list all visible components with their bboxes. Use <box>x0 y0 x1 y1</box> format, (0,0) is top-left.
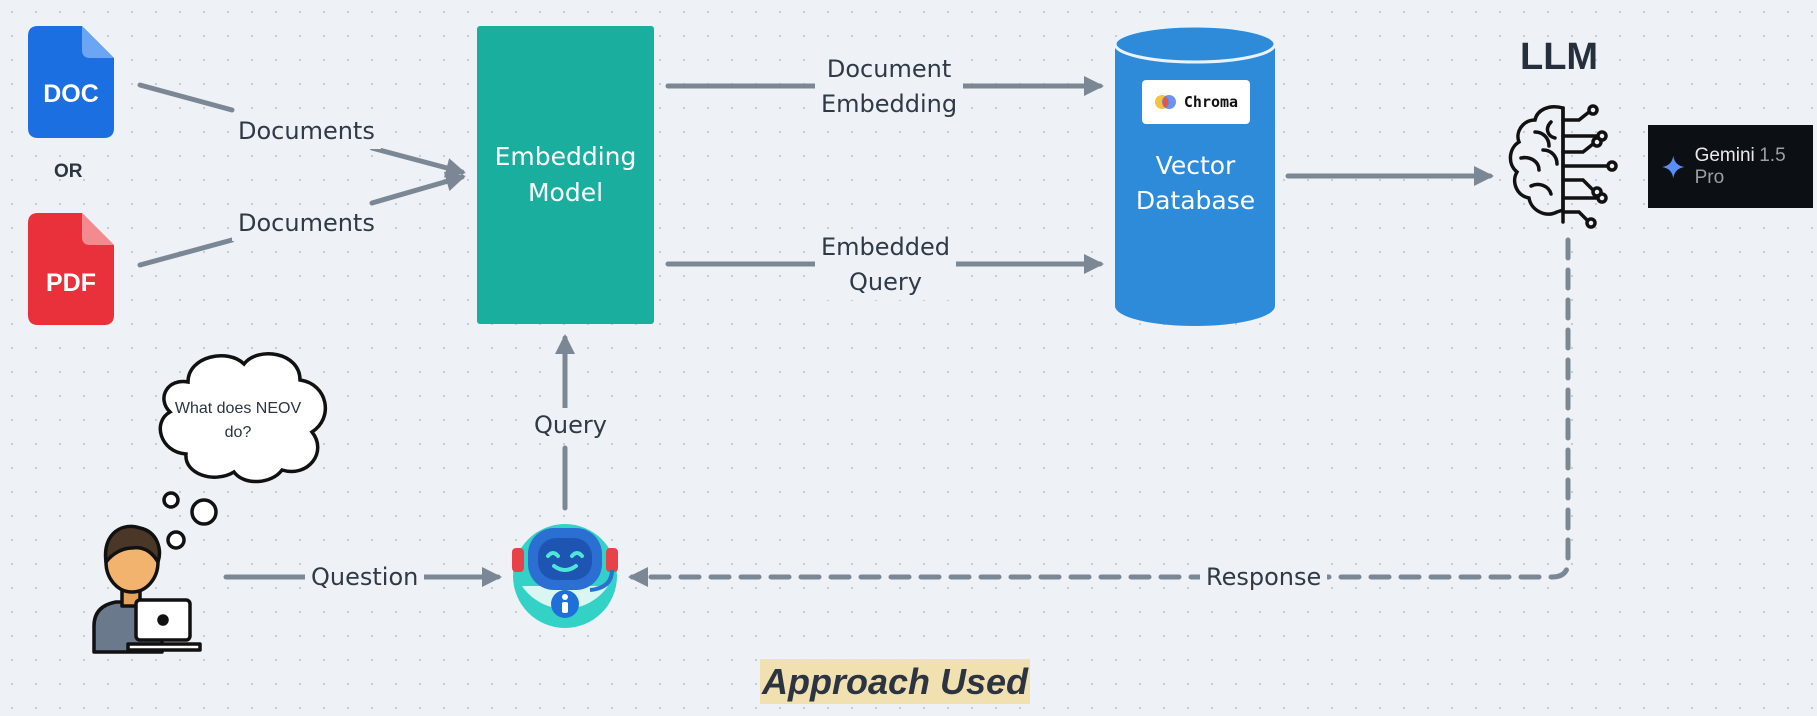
gemini-version: 1.5 Pro <box>1694 144 1786 188</box>
doc-label: DOC <box>43 80 99 108</box>
document-embedding-line2: Embedding <box>821 90 958 118</box>
response-label: Response <box>1200 560 1328 595</box>
embedding-model-line1: Embedding <box>494 142 637 171</box>
edge-response <box>628 237 1571 587</box>
vector-db-line1: Vector <box>1155 151 1236 180</box>
chatbot-icon <box>512 524 618 628</box>
document-embedding-line1: Document <box>826 55 952 83</box>
edge-doc-documents <box>137 82 235 113</box>
embedding-model-box: Embedding Model <box>477 26 654 324</box>
chroma-logo-card: Chroma <box>1142 80 1250 124</box>
diagram-title: Approach Used <box>760 659 1031 704</box>
user-laptop-icon <box>92 524 202 654</box>
embedded-query-label: Embedded Query <box>815 230 957 300</box>
edge-documents-embed-bottom <box>369 171 466 206</box>
gemini-badge: Gemini 1.5 Pro <box>1648 125 1813 208</box>
chroma-brand: Chroma <box>1183 93 1239 111</box>
pdf-label: PDF <box>46 269 96 297</box>
chroma-logo-icon <box>1154 95 1176 109</box>
document-embedding-label: Document Embedding <box>815 52 964 122</box>
thought-line1: What does NEOV <box>174 400 302 417</box>
documents-label-top: Documents <box>232 114 381 149</box>
embedded-query-line1: Embedded <box>821 233 951 261</box>
embedding-model-line2: Model <box>527 178 604 207</box>
gemini-name: Gemini <box>1694 144 1755 166</box>
gemini-star-icon <box>1662 155 1685 178</box>
vector-db-line2: Database <box>1135 186 1256 215</box>
question-label: Question <box>305 560 425 595</box>
thought-text: What does NEOV do? <box>158 397 318 445</box>
pdf-file-icon <box>28 213 114 325</box>
edge-pdf-documents <box>137 237 235 268</box>
doc-file-icon <box>28 26 114 138</box>
thought-bubble-dots <box>166 498 218 550</box>
llm-title: LLM <box>1520 36 1599 78</box>
thought-line2: do? <box>224 424 252 441</box>
documents-label-bottom: Documents <box>232 206 381 241</box>
or-label: OR <box>54 161 83 182</box>
vector-db-label: Vector Database <box>1115 148 1276 218</box>
edge-documents-embed-top <box>369 145 466 178</box>
brain-icon <box>1508 104 1618 229</box>
embedded-query-line2: Query <box>849 268 922 296</box>
query-label: Query <box>528 408 613 443</box>
